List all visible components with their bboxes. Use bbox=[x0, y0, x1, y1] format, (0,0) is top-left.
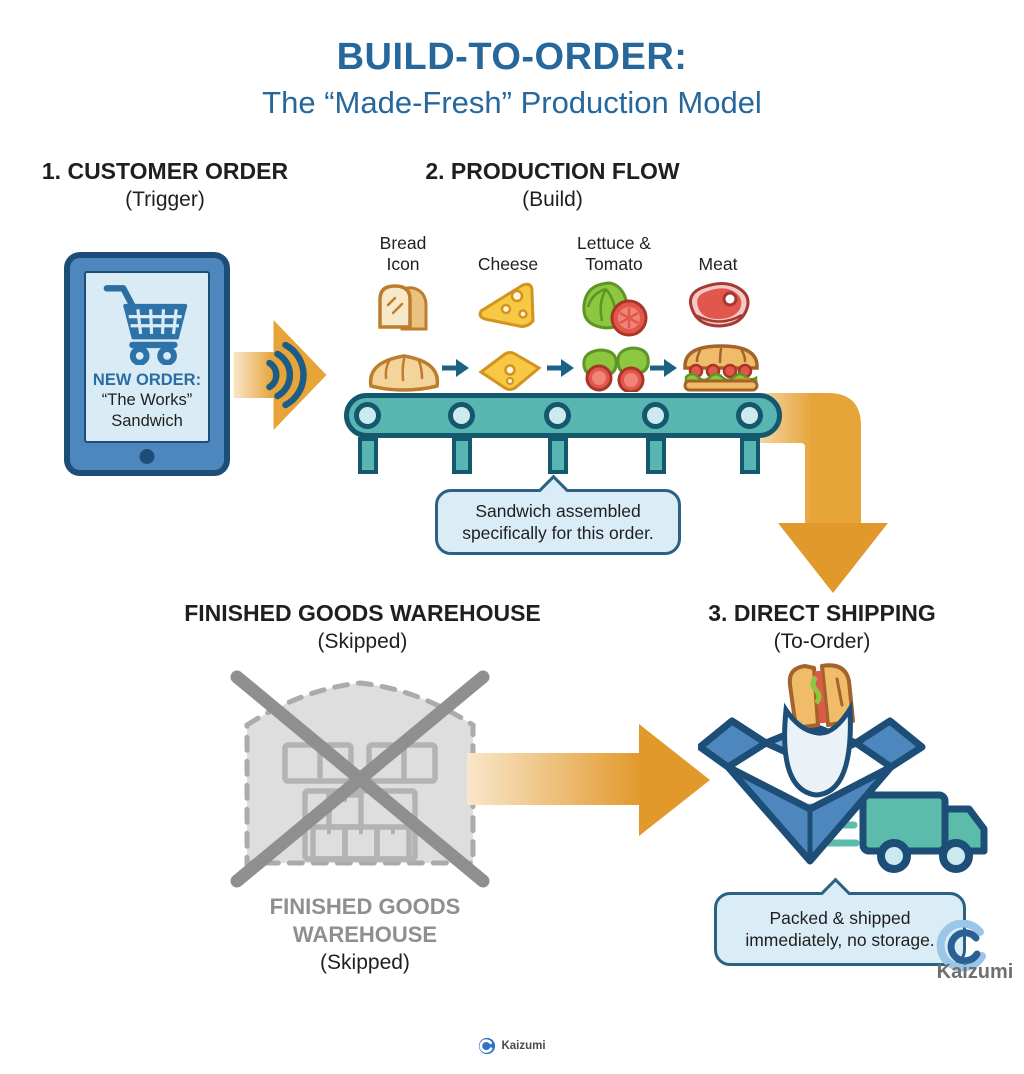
ingredient-label: Cheese bbox=[477, 254, 539, 274]
section-2-heading: 2. PRODUCTION FLOW (Build) bbox=[395, 158, 710, 212]
section-2-title: 2. PRODUCTION FLOW bbox=[425, 158, 680, 184]
conveyor-roller bbox=[354, 402, 381, 429]
kaizumi-brand-name: Kaizumi bbox=[936, 961, 1014, 983]
shopping-cart-icon bbox=[103, 285, 188, 365]
section-1-heading: 1. CUSTOMER ORDER (Trigger) bbox=[20, 158, 310, 212]
flow-arrow-icon bbox=[547, 359, 574, 377]
ingredient-label: Lettuce & bbox=[577, 233, 651, 253]
kaizumi-logo-icon bbox=[479, 1037, 496, 1055]
flow-arrow-icon bbox=[650, 359, 677, 377]
order-item-line-2: Sandwich bbox=[111, 412, 183, 430]
warehouse-subtitle: (Skipped) bbox=[317, 630, 408, 653]
conveyor-leg bbox=[452, 437, 472, 474]
warehouse-caption-line-3: (Skipped) bbox=[320, 951, 410, 974]
warehouse-caption-line-1: FINISHED GOODS bbox=[269, 894, 461, 919]
x-mark-icon bbox=[230, 670, 490, 888]
ingredient-lettuce-tomato: Lettuce & Tomato bbox=[556, 227, 672, 339]
shipping-box-truck-graphic bbox=[698, 663, 988, 873]
warehouse-caption: FINISHED GOODS WAREHOUSE (Skipped) bbox=[215, 893, 515, 975]
conveyor-roller bbox=[448, 402, 475, 429]
sandwich-icon bbox=[683, 344, 759, 392]
conveyor-leg bbox=[548, 437, 568, 474]
right-arrow-icon bbox=[467, 724, 710, 836]
footer-brand: Kaizumi bbox=[0, 1037, 1024, 1055]
shipping-callout: Packed & shipped immediately, no storage… bbox=[714, 877, 966, 966]
ingredient-label: Bread bbox=[379, 233, 427, 253]
wrapped-sandwich-icon bbox=[782, 663, 855, 798]
title-line-2: The “Made-Fresh” Production Model bbox=[262, 85, 762, 120]
cheese-slice-icon bbox=[478, 351, 542, 391]
tablet-device: NEW ORDER: “The Works” Sandwich bbox=[64, 252, 230, 476]
conveyor-roller bbox=[642, 402, 669, 429]
order-label: NEW ORDER: bbox=[92, 371, 202, 389]
bread-icon bbox=[378, 284, 428, 331]
order-item-line-1: “The Works” bbox=[101, 391, 193, 409]
ingredient-cheese: Cheese bbox=[450, 227, 566, 335]
assembly-callout: Sandwich assembled specifically for this… bbox=[435, 474, 681, 555]
ingredient-label: Tomato bbox=[585, 254, 643, 274]
title-line-1: BUILD-TO-ORDER: bbox=[336, 36, 688, 78]
section-1-title: 1. CUSTOMER ORDER bbox=[41, 158, 289, 184]
warehouse-title: FINISHED GOODS WAREHOUSE bbox=[184, 600, 541, 626]
lettuce-tomato-icon bbox=[582, 281, 648, 337]
ingredient-label: Icon bbox=[386, 254, 420, 274]
warehouse-heading: FINISHED GOODS WAREHOUSE (Skipped) bbox=[160, 600, 565, 654]
conveyor-leg bbox=[740, 437, 760, 474]
meat-icon bbox=[689, 282, 750, 328]
conveyor-leg bbox=[646, 437, 666, 474]
assembly-callout-text: Sandwich assembled specifically for this… bbox=[462, 501, 654, 543]
tablet-screen: NEW ORDER: “The Works” Sandwich bbox=[84, 271, 210, 443]
section-3-heading: 3. DIRECT SHIPPING (To-Order) bbox=[672, 600, 972, 654]
page-title: BUILD-TO-ORDER: The “Made-Fresh” Product… bbox=[0, 36, 1024, 121]
lettuce-tomato-slices-icon bbox=[582, 346, 650, 392]
tablet-home-button bbox=[139, 449, 155, 464]
cheese-icon bbox=[478, 282, 535, 328]
bread-loaf-icon bbox=[368, 354, 440, 392]
warehouse-icon bbox=[230, 670, 490, 888]
kaizumi-logo-icon bbox=[936, 920, 986, 972]
flow-arrow-icon bbox=[442, 359, 469, 377]
section-1-subtitle: (Trigger) bbox=[125, 188, 205, 211]
footer-brand-name: Kaizumi bbox=[501, 1040, 546, 1052]
section-2-subtitle: (Build) bbox=[522, 188, 583, 211]
conveyor-roller bbox=[544, 402, 571, 429]
ingredient-bread: Bread Icon bbox=[345, 227, 461, 335]
ingredient-meat: Meat bbox=[660, 227, 776, 335]
truck-icon bbox=[859, 791, 988, 873]
warehouse-caption-line-2: WAREHOUSE bbox=[292, 922, 438, 947]
section-3-title: 3. DIRECT SHIPPING bbox=[708, 600, 936, 626]
conveyor-leg bbox=[358, 437, 378, 474]
conveyor-roller bbox=[736, 402, 763, 429]
ingredient-label: Meat bbox=[698, 254, 738, 274]
shipping-callout-text: Packed & shipped immediately, no storage… bbox=[745, 908, 935, 950]
callout-pointer bbox=[820, 877, 851, 908]
signal-arrow-icon bbox=[233, 320, 327, 430]
section-3-subtitle: (To-Order) bbox=[773, 630, 871, 653]
